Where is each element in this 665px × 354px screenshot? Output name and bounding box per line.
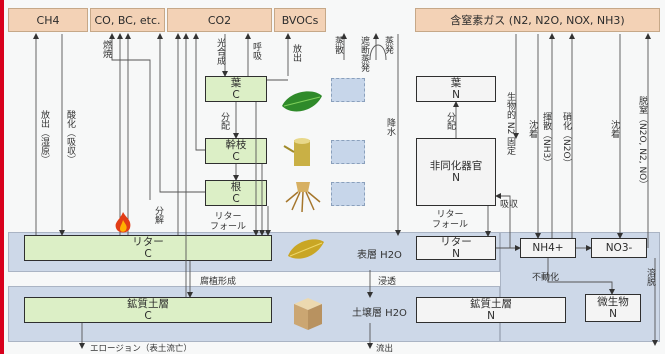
infiltration-label: 浸透 <box>378 274 396 287</box>
nh3-emission-label: 揮散（NH3） <box>540 112 553 167</box>
leaching-label: 溶脱 <box>644 268 657 286</box>
stem-icon <box>282 136 322 168</box>
photosynthesis-label: 光合成 <box>214 38 227 65</box>
soil-water-label: 土壌層 H2O <box>352 304 407 319</box>
nitrification-label: 硝化（N2O） <box>560 112 573 168</box>
evaporation-label: 蒸散 <box>332 36 345 54</box>
surface-water-label: 表層 H2O <box>357 246 402 261</box>
allocation-c-label: 分配 <box>218 112 231 130</box>
erosion-label: エロージョン（表土流亡） <box>90 342 192 354</box>
immobilization-label: 不動化 <box>532 270 559 283</box>
humification-label: 腐植形成 <box>200 274 236 287</box>
denitrification-label: 脱窒（N2O, N2, NO） <box>636 96 649 189</box>
root-respiration-flow <box>160 34 205 192</box>
transpiration-label: 蒸発 <box>382 36 395 54</box>
combustion-flow-3 <box>112 34 150 200</box>
respiration-label: 呼吸 <box>250 42 263 60</box>
root-icon <box>284 180 322 214</box>
fire-icon <box>110 210 136 236</box>
leaf-icon <box>280 88 324 118</box>
outflow-label: 流出 <box>376 342 393 354</box>
interception-evap-label: 遮断蒸発 <box>358 36 371 72</box>
emission-wetland-label: 放出（湿原） <box>38 110 51 164</box>
soil-block-icon <box>290 296 326 330</box>
deposition-label: 沈着 <box>526 120 539 138</box>
litterfall-n-label: リター フォール <box>432 210 468 230</box>
allocation-n-label: 分配 <box>444 112 457 130</box>
decomposition-label: 分解 <box>152 206 165 224</box>
n2-fixation-label: 生物的 N2 固定 <box>504 92 517 155</box>
fallen-leaf-icon <box>286 236 326 264</box>
litterfall-c-label: リター フォール <box>210 212 246 232</box>
stem-respiration-flow <box>196 34 205 150</box>
combustion-label: 燃焼 <box>100 40 113 58</box>
release-label: 放出 <box>290 44 303 62</box>
precipitation-label: 降水 <box>384 118 397 136</box>
uptake-label: 吸収 <box>500 197 518 210</box>
deposition2-label: 沈着 <box>608 120 621 138</box>
oxidation-uptake-label: 酸化（吸収） <box>64 110 77 164</box>
